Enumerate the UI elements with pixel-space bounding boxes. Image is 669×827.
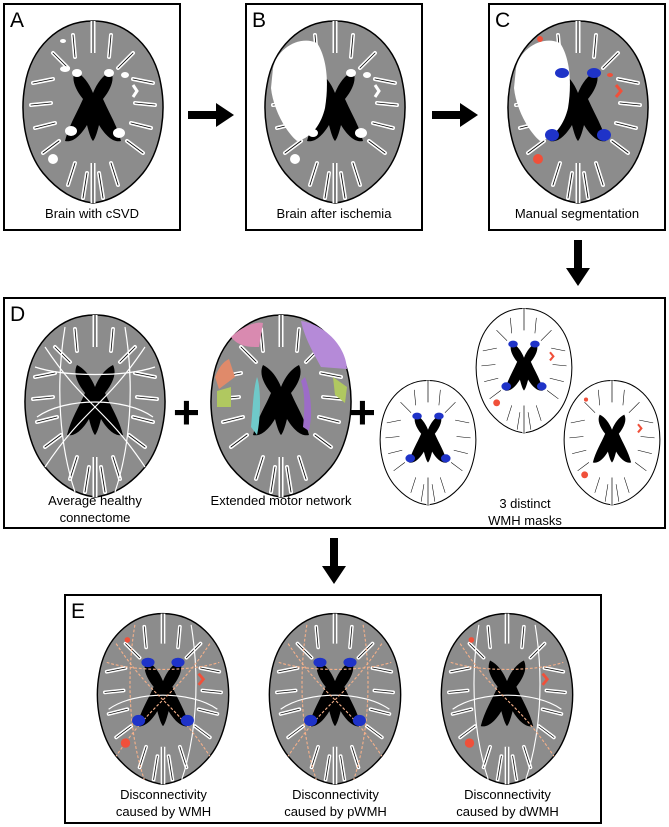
caption-b: Brain after ischemia (276, 206, 392, 221)
panel-label-b: B (252, 9, 267, 32)
motor-network-regions (215, 321, 347, 435)
arrow-c-to-d (566, 240, 590, 286)
wmh-mask-periventricular (378, 378, 478, 507)
disconnection-paths (106, 624, 220, 780)
caption-d-connectome: Average healthy connectome (48, 493, 142, 525)
panel-d: D + + (3, 297, 666, 529)
periventricular-wmh (545, 68, 611, 141)
average-healthy-connectome (15, 307, 175, 503)
caption-a: Brain with cSVD (45, 206, 139, 221)
panel-c: C Manual segmentation (488, 3, 666, 231)
deep-wmh (533, 36, 623, 164)
caption-c: Manual segmentation (514, 206, 640, 221)
extended-motor-network (201, 307, 361, 503)
panel-label-a: A (10, 9, 25, 32)
brain-with-csvd (13, 13, 173, 209)
wmh-mask-deep (562, 378, 662, 507)
caption-e-wmh: Disconnectivity caused by WMH (115, 787, 212, 819)
disconnectivity-pwmh (260, 606, 410, 790)
panel-label-c: C (495, 9, 511, 32)
arrow-d-to-e (322, 538, 346, 584)
disconnectivity-dwmh (432, 606, 582, 790)
caption-d-masks: 3 distinct WMH masks (488, 496, 562, 528)
panel-e: E Disconnec (64, 594, 602, 824)
wmh-lesions-white (48, 39, 139, 164)
caption-e-dwmh: Disconnectivity caused by dWMH (456, 787, 559, 819)
arrow-b-to-c (432, 103, 478, 127)
panel-label-d: D (10, 303, 26, 326)
wmh-mask-total (474, 306, 574, 435)
caption-d-motor: Extended motor network (210, 493, 352, 508)
disconnectivity-wmh (88, 606, 238, 790)
infarct-region (271, 40, 327, 141)
plus-sign-1: + (173, 386, 200, 438)
brain-manual-segmentation (498, 13, 658, 209)
plus-sign-2: + (349, 386, 376, 438)
panel-b: B Brain after ischemia (245, 3, 423, 231)
connectome-tracts (34, 326, 156, 493)
panel-label-e: E (71, 600, 86, 623)
brain-after-ischemia (255, 13, 415, 209)
caption-e-pwmh: Disconnectivity caused by pWMH (284, 787, 387, 819)
arrow-a-to-b (188, 103, 234, 127)
panel-a: A Brain with cSVD (3, 3, 181, 231)
